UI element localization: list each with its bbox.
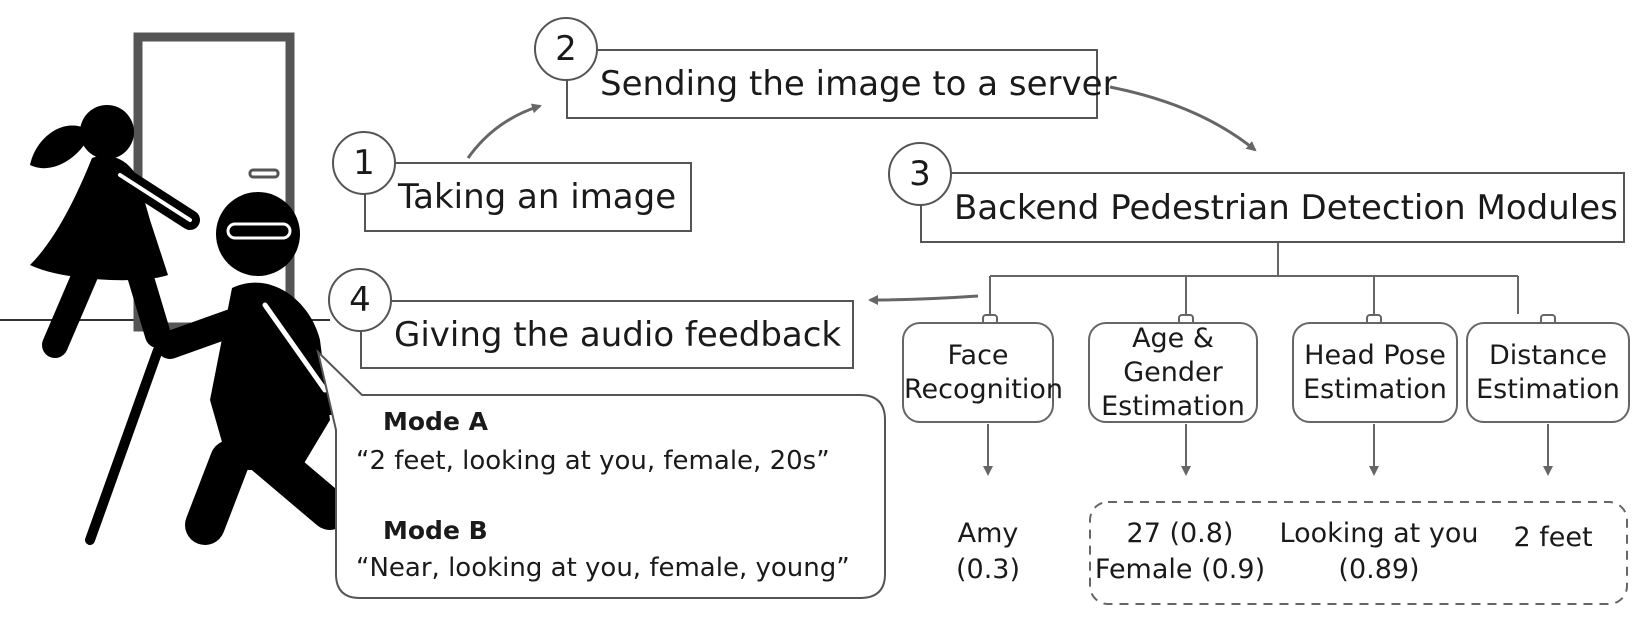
output-head-pose-label: Looking at you (1279, 518, 1479, 549)
mode-b-title: Mode B (383, 516, 488, 545)
mode-a-text: “2 feet, looking at you, female, 20s” (356, 446, 830, 476)
output-distance-value: 2 feet (1513, 522, 1593, 553)
step-2-label: Sending the image to a server (600, 64, 1117, 104)
step-2-number: 2 (534, 17, 598, 81)
age-pose-distance-output-frame (1089, 501, 1628, 605)
step-4-label: Giving the audio feedback (394, 314, 842, 355)
step-1-number: 1 (332, 131, 396, 195)
output-gender: Female (0.9) (1094, 554, 1266, 585)
smart-glasses-icon (226, 222, 292, 240)
arrow-2-to-3 (1109, 85, 1257, 152)
output-head-pose-confidence: (0.89) (1338, 554, 1420, 585)
step-2-box: Sending the image to a server (566, 49, 1117, 119)
girl-pedestrian-icon (30, 105, 200, 358)
step-4-number: 4 (328, 268, 392, 332)
output-face-confidence: (0.3) (955, 554, 1020, 585)
module-head-pose-line1: Head Pose (1304, 339, 1446, 371)
arrow-3-to-4 (868, 294, 979, 305)
door-icon (133, 32, 295, 332)
step-1-label: Taking an image (398, 177, 677, 217)
step-1-box: Taking an image (364, 162, 692, 232)
module-age-gender-estimation: Age & Gender Estimation (1088, 322, 1258, 423)
module-face-recognition: Face Recognition (902, 322, 1063, 423)
module-distance-line1: Distance (1488, 339, 1608, 371)
module-connector-tree (989, 242, 1519, 314)
module-connector-ports (982, 314, 1556, 330)
module-age-gender-line1: Age & Gender (1123, 322, 1223, 388)
step-3-label: Backend Pedestrian Detection Modules (954, 187, 1618, 228)
output-age: 27 (0.8) (1126, 518, 1234, 549)
feedback-speech-bubble (316, 348, 886, 599)
output-age-gender: 27 (0.8) Female (0.9) (1094, 516, 1266, 588)
arrow-1-to-2 (466, 103, 542, 159)
output-face-name: Amy (957, 518, 1019, 549)
step-3-box: Backend Pedestrian Detection Modules (920, 172, 1625, 243)
module-age-gender-line2: Estimation (1101, 390, 1245, 422)
module-output-arrows (983, 424, 1553, 476)
mode-b-text: “Near, looking at you, female, young” (356, 553, 850, 583)
output-distance: 2 feet (1498, 520, 1608, 556)
module-face-line2: Recognition (904, 373, 1063, 405)
module-face-line1: Face (947, 339, 1009, 371)
mode-a-title: Mode A (383, 407, 488, 436)
step-4-box: Giving the audio feedback (360, 300, 854, 369)
step-3-number: 3 (888, 142, 952, 206)
output-face: Amy (0.3) (938, 516, 1038, 588)
module-distance-estimation: Distance Estimation (1466, 322, 1630, 423)
output-head-pose: Looking at you (0.89) (1274, 516, 1484, 588)
module-head-pose-line2: Estimation (1303, 373, 1447, 405)
module-distance-line2: Estimation (1476, 373, 1620, 405)
module-head-pose-estimation: Head Pose Estimation (1292, 322, 1458, 423)
